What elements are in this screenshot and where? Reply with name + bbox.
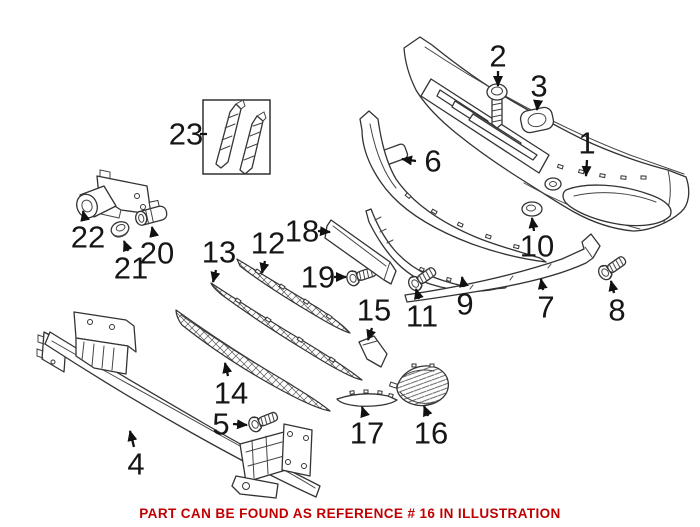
- label-10-washer: 10: [520, 229, 554, 264]
- part-16-fog-light-grille: [388, 363, 450, 407]
- label-arrow-7: [537, 278, 548, 291]
- part-1-bumper-cover: [403, 36, 690, 232]
- part-15-trim-cap: [358, 335, 388, 368]
- part-20-park-sensor: [135, 199, 168, 226]
- label-3-grommet: 3: [530, 69, 547, 104]
- part-17-trim-strip: [336, 389, 398, 407]
- label-arrow-8: [608, 280, 619, 294]
- label-22-sensor-bracket: 22: [71, 220, 105, 255]
- part-12-upper-center-grille: [236, 258, 351, 334]
- label-arrow-17: [360, 406, 370, 419]
- label-8-bolt: 8: [608, 293, 625, 328]
- label-arrow-22: [80, 210, 91, 222]
- label-arrow-15: [366, 327, 376, 341]
- label-arrow-1: [581, 159, 592, 177]
- label-arrow-12: [259, 260, 270, 274]
- label-13-center-grille: 13: [202, 235, 236, 270]
- part-14-lower-grille: [175, 309, 331, 412]
- part-2-screw: [486, 83, 508, 129]
- label-9-lower-center-trim: 9: [456, 287, 473, 322]
- label-23-trim-strip-set: 23: [169, 117, 203, 152]
- label-20-park-sensor: 20: [140, 236, 174, 271]
- label-6-clip: 6: [424, 144, 441, 179]
- label-arrow-5: [232, 419, 248, 430]
- part-5-bolt: [246, 407, 281, 435]
- caption: PART CAN BE FOUND AS REFERENCE # 16 IN I…: [139, 506, 561, 521]
- label-11-screw: 11: [406, 299, 438, 334]
- part-23-trim-strip-set: [202, 99, 271, 175]
- label-arrow-13: [210, 269, 221, 283]
- label-arrow-4: [127, 430, 138, 448]
- label-arrow-11: [414, 288, 424, 301]
- part-13-center-grille: [210, 282, 363, 381]
- label-arrow-14: [222, 362, 233, 377]
- part-7-lower-trim-strip: [404, 233, 601, 303]
- label-15-trim-cap: 15: [357, 293, 391, 328]
- label-21-sensor-grommet: 21: [114, 251, 148, 286]
- label-arrow-3: [533, 99, 544, 111]
- label-14-lower-grille: 14: [214, 376, 248, 411]
- label-arrow-20: [149, 226, 160, 238]
- label-arrow-18: [317, 226, 331, 237]
- label-arrow-9: [459, 276, 469, 288]
- label-7-lower-trim-strip: 7: [537, 290, 554, 325]
- label-2-screw: 2: [489, 39, 506, 74]
- label-arrow-21: [122, 240, 133, 253]
- label-16-fog-light-grille: 16: [414, 416, 448, 451]
- part-8-bolt: [595, 252, 630, 283]
- part-4-bumper-reinforcement: [36, 311, 321, 499]
- label-17-trim-strip: 17: [350, 416, 384, 451]
- label-18-license-plate-base: 18: [285, 214, 319, 249]
- part-21-sensor-grommet: [110, 221, 130, 238]
- label-arrow-6: [401, 155, 417, 166]
- label-4-bumper-reinforcement: 4: [127, 447, 144, 482]
- label-12-upper-center-grille: 12: [251, 226, 285, 261]
- label-19-screw: 19: [301, 260, 335, 295]
- label-5-bolt: 5: [212, 407, 229, 442]
- label-1-bumper-cover: 1: [578, 126, 595, 161]
- label-arrow-16: [422, 405, 433, 418]
- label-arrow-10: [528, 217, 539, 232]
- part-10-washer: [521, 201, 543, 217]
